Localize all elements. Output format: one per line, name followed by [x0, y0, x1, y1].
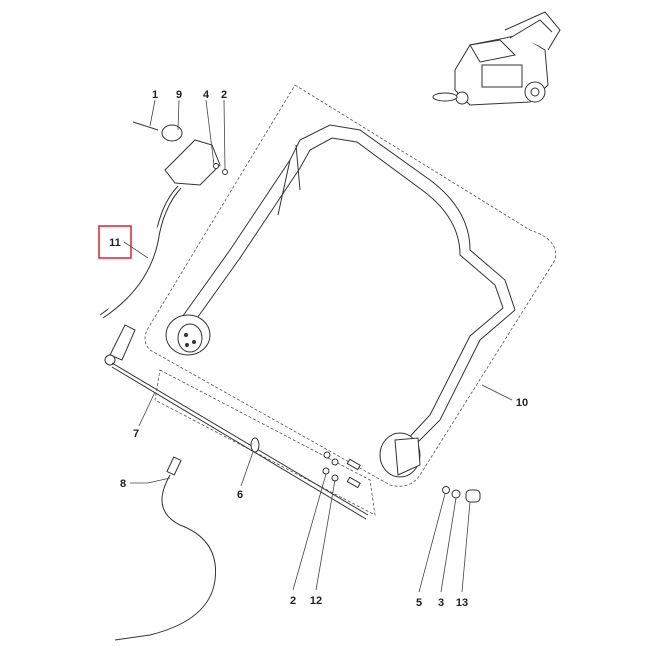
callout-8[interactable]: 8	[120, 478, 126, 490]
throttle-lever	[132, 121, 228, 186]
handle-frame	[165, 124, 516, 478]
callout-7[interactable]: 7	[133, 428, 139, 440]
callout-2-lower[interactable]: 2	[290, 595, 296, 607]
control-rod	[104, 324, 369, 520]
callout-2[interactable]: 2	[221, 89, 227, 101]
callout-5[interactable]: 5	[416, 597, 422, 609]
height-adjuster-right	[379, 432, 421, 478]
callout-10[interactable]: 10	[516, 397, 528, 409]
callout-4[interactable]: 4	[203, 89, 210, 101]
highlight-box-part-11	[98, 225, 132, 259]
callout-6[interactable]: 6	[237, 489, 243, 501]
height-adjuster-left	[165, 314, 211, 356]
callout-9[interactable]: 9	[176, 89, 182, 101]
callout-1[interactable]: 1	[152, 89, 158, 101]
leader-lines	[123, 99, 513, 593]
drive-cable	[114, 456, 217, 641]
assembly-outline	[144, 84, 557, 487]
throttle-cable	[99, 185, 179, 316]
machine-thumbnail	[432, 11, 561, 106]
callout-13[interactable]: 13	[456, 597, 468, 609]
callout-11[interactable]: 11	[109, 237, 121, 249]
callout-12[interactable]: 12	[310, 595, 322, 607]
callout-3[interactable]: 3	[438, 597, 444, 609]
